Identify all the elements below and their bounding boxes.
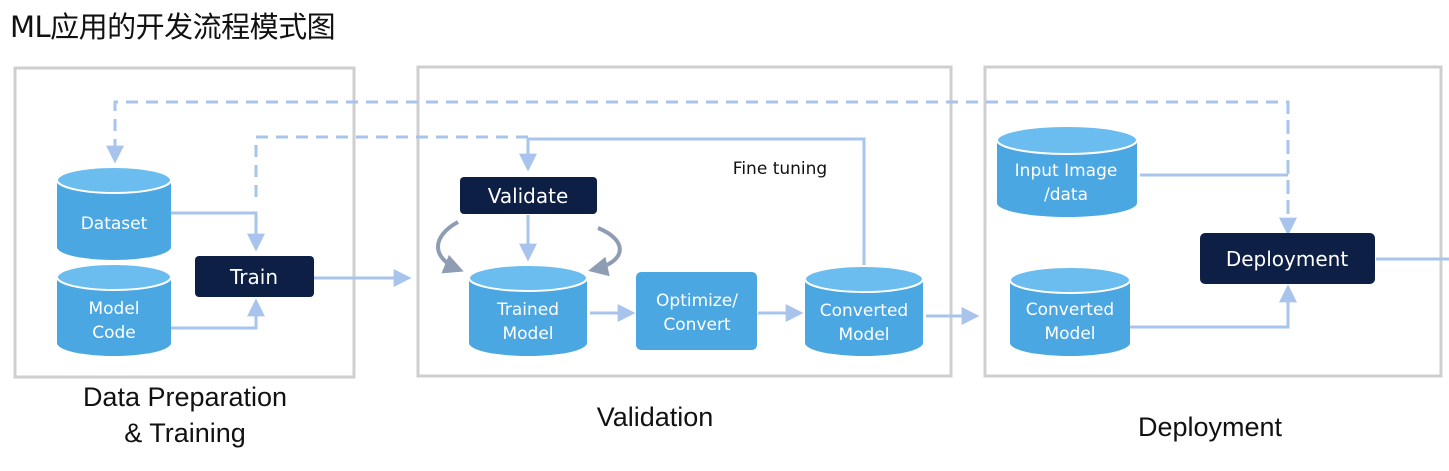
- cylinder-model-code-line1: Model: [88, 299, 139, 319]
- optimize-convert-box: Optimize/ Convert: [636, 272, 757, 350]
- cylinder-trained-model-line2: Model: [502, 324, 553, 344]
- panel-label-data-prep-line2: & Training: [124, 417, 246, 448]
- panel-label-data-prep: Data Preparation & Training: [40, 380, 330, 451]
- optimize-convert-line2: Convert: [663, 315, 731, 335]
- cylinder-model-code-line2: Code: [92, 323, 136, 343]
- cylinder-trained-model: Trained Model: [468, 264, 588, 356]
- cylinder-converted-model-deployment: Converted Model: [1009, 266, 1131, 356]
- cycle-arrow-left: [436, 220, 464, 274]
- panel-deployment: [983, 65, 1443, 378]
- cylinder-converted-model-deployment-line2: Model: [1044, 324, 1095, 344]
- cycle-arrow-right: [588, 226, 622, 277]
- cylinder-converted-model-deployment-line1: Converted: [1026, 300, 1114, 320]
- cylinder-input-image-data: Input Image /data: [996, 125, 1138, 217]
- cylinder-dataset: Dataset: [56, 166, 172, 260]
- validate-box-label: Validate: [488, 184, 569, 208]
- feedback-dashed-train: [254, 135, 528, 205]
- cylinder-input-image-line1: Input Image: [1015, 161, 1118, 181]
- cylinder-trained-model-line1: Trained: [496, 300, 559, 320]
- arrow-dataset-train: [170, 211, 265, 252]
- arrow-finetune-loop: [519, 137, 866, 268]
- panel-data-prep: [13, 66, 356, 379]
- cylinder-model-code: Model Code: [56, 263, 172, 356]
- panel-label-validation: Validation: [596, 402, 714, 432]
- train-box: Train: [195, 256, 314, 297]
- cylinder-converted-model-validation: Converted Model: [804, 265, 924, 356]
- page-title: ML应用的开发流程模式图: [10, 10, 336, 44]
- cylinder-converted-model-validation-line2: Model: [838, 325, 889, 345]
- optimize-convert-line1: Optimize/: [656, 291, 738, 311]
- cylinder-input-image-line2: /data: [1044, 185, 1088, 205]
- fine-tuning-label: Fine tuning: [733, 159, 827, 179]
- deployment-box: Deployment: [1200, 233, 1375, 284]
- panel-validation: [416, 65, 953, 378]
- validate-box: Validate: [460, 177, 597, 214]
- deployment-box-label: Deployment: [1226, 247, 1348, 271]
- train-box-label: Train: [229, 265, 278, 289]
- cylinder-dataset-label: Dataset: [81, 214, 148, 234]
- cylinder-converted-model-validation-line1: Converted: [820, 301, 908, 321]
- arrow-code-train: [170, 298, 265, 330]
- panel-label-deployment: Deployment: [1137, 412, 1283, 442]
- panel-label-data-prep-line1: Data Preparation: [82, 382, 288, 412]
- arrow-converted-deployment: [1130, 284, 1297, 329]
